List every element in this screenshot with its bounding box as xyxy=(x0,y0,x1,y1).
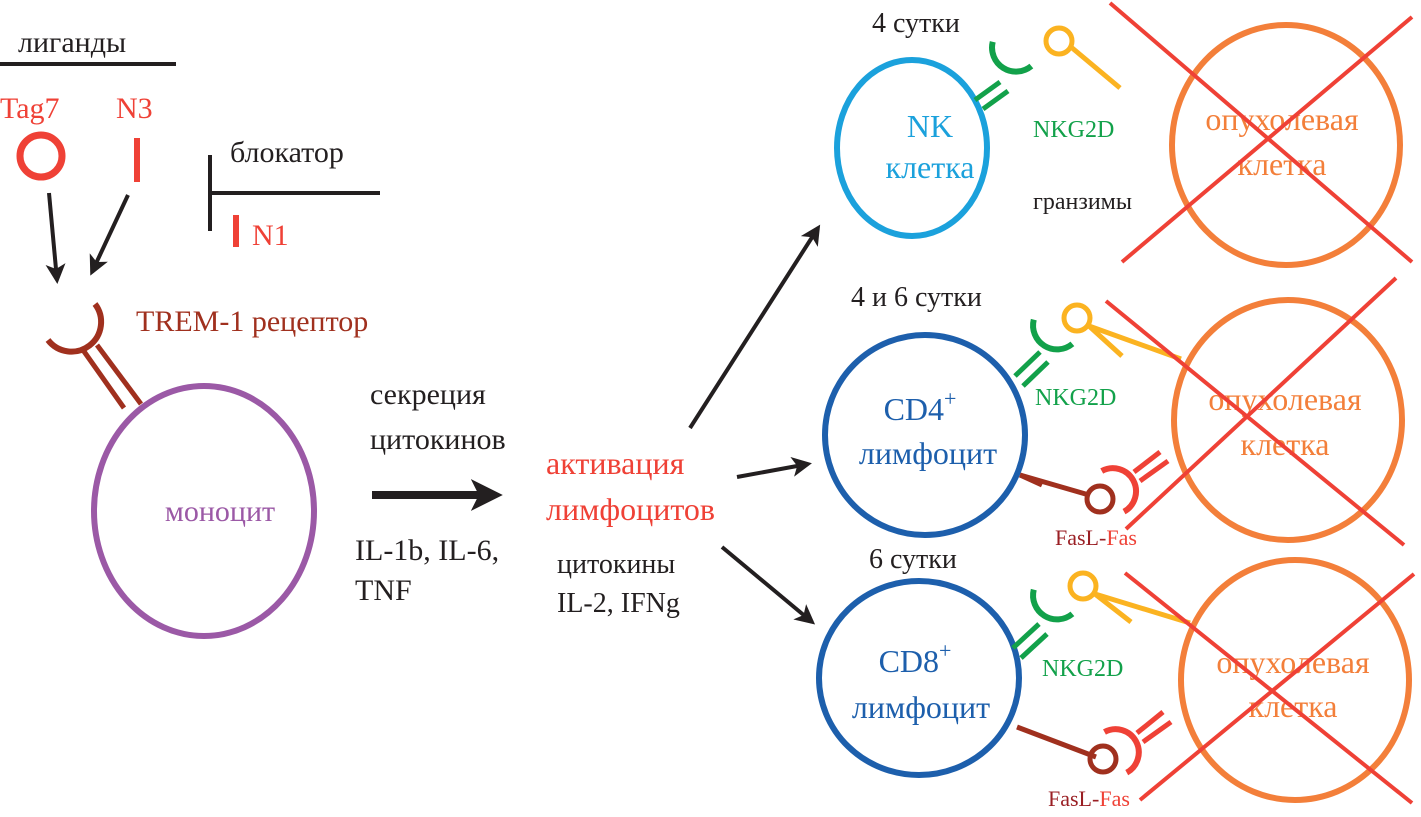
nk-ligand-icon xyxy=(1043,25,1075,57)
nk-cell-icon xyxy=(834,57,990,239)
cd4-fasl-stalk xyxy=(1019,472,1090,498)
arrow-to-nk xyxy=(688,224,821,430)
secretion-label-line1: секреция xyxy=(370,378,486,411)
activation-label-line1: активация xyxy=(546,445,685,481)
secretion-label-line2: цитокинов xyxy=(370,423,506,456)
nk-cross-line-b xyxy=(1120,15,1414,264)
cd8-nkg2d-stalk-left xyxy=(1011,622,1041,650)
activation-label-line2: лимфоцитов xyxy=(546,491,715,527)
lymphocyte-cytokines-line1: цитокины xyxy=(557,549,675,580)
nk-nkg2d-stalk-right xyxy=(981,88,1010,112)
trem1-stalk-right xyxy=(94,343,144,406)
ligands-section: лиганды Tag7 N3 xyxy=(0,26,176,284)
cd8-fas-cup-icon xyxy=(1103,726,1142,776)
nk-nkg2d-cup-icon xyxy=(989,41,1034,75)
cd8-ligand-stalk xyxy=(1094,591,1191,626)
cd4-dash: - xyxy=(1099,525,1106,550)
cd8-panel: 6 сутки CD8+ лимфоцит NKG2D FasL-Fas опу… xyxy=(816,544,1416,811)
ligands-header: лиганды xyxy=(18,26,126,59)
nk-panel: 4 сутки NK клетка NKG2D гранзимы опухоле… xyxy=(834,1,1414,268)
cd4-cell-name: CD4 xyxy=(884,391,944,427)
nk-effector-label: гранзимы xyxy=(1033,189,1132,215)
cd8-nkg2d-label: NKG2D xyxy=(1042,656,1123,682)
cd8-fas-label: Fas xyxy=(1099,786,1130,811)
n1-label: N1 xyxy=(252,219,289,252)
monocyte-section: TREM-1 рецептор моноцит xyxy=(45,302,368,639)
lymphocyte-cytokines-line2: IL-2, IFNg xyxy=(557,588,680,619)
nk-days-label: 4 сутки xyxy=(872,8,960,39)
cd4-fas-label: Fas xyxy=(1106,525,1137,550)
nk-tumor-cell-icon xyxy=(1169,22,1403,268)
cd8-cell-label-line1: CD8+ xyxy=(879,638,952,679)
secretion-section: секреция цитокинов IL-1b, IL-6, TNF xyxy=(355,378,506,607)
n3-arrow xyxy=(89,194,130,276)
arrow-to-cd8 xyxy=(720,545,816,625)
cd8-fasl-label: FasL xyxy=(1048,786,1092,811)
cd8-fas-stalk-top xyxy=(1135,710,1165,735)
cd8-fas-stalk-bottom xyxy=(1141,719,1173,745)
cd4-nkg2d-label: NKG2D xyxy=(1035,385,1116,411)
nk-cross-line-a xyxy=(1108,1,1414,264)
nk-cell-label-line1: NK xyxy=(907,108,953,144)
cd8-fasl-icon xyxy=(1087,743,1119,775)
n3-label: N3 xyxy=(116,92,153,125)
cd4-cell-label-line2: лимфоцит xyxy=(859,435,997,471)
cd4-cell-icon xyxy=(822,332,1028,538)
nk-nkg2d-stalk-left xyxy=(973,79,1002,103)
cd4-cell-label-line1: CD4+ xyxy=(884,386,957,427)
cd8-cross-line-b xyxy=(1138,572,1416,802)
cd4-nkg2d-stalk-left xyxy=(1013,350,1042,378)
cd4-ligand-icon xyxy=(1061,302,1093,334)
cd8-cross-line-a xyxy=(1123,571,1414,805)
monocyte-label: моноцит xyxy=(165,495,275,528)
cd4-fasl-icon xyxy=(1084,483,1116,515)
cd4-panel: 4 и 6 сутки CD4+ лимфоцит NKG2D FasL-Fas… xyxy=(822,276,1406,550)
cd4-nkg2d-stalk-right xyxy=(1021,360,1050,388)
nk-nkg2d-label: NKG2D xyxy=(1033,117,1114,143)
cd4-fas-stalk-top xyxy=(1132,450,1162,474)
cd8-nkg2d-stalk-right xyxy=(1019,632,1049,660)
cd4-tumor-cell-icon xyxy=(1171,297,1405,543)
cd8-ligand-stalk-a xyxy=(1093,592,1133,624)
cd8-dash: - xyxy=(1092,786,1099,811)
cd8-cell-sup: + xyxy=(939,638,951,663)
cd4-fas-stalk-bottom xyxy=(1138,458,1170,484)
cd8-days-label: 6 сутки xyxy=(869,544,957,575)
trem1-stalk-left xyxy=(80,348,127,410)
cd8-tumor-cell-icon xyxy=(1178,557,1412,803)
blocker-section: блокатор N1 xyxy=(208,136,380,252)
monocyte-cytokines-line1: IL-1b, IL-6, xyxy=(355,534,499,567)
trem1-label: TREM-1 рецептор xyxy=(136,305,368,338)
cd4-cell-sup: + xyxy=(944,386,956,411)
cd4-nkg2d-cup-icon xyxy=(1030,318,1075,353)
tag7-arrow xyxy=(45,192,66,284)
cd4-fas-cup-icon xyxy=(1100,465,1139,515)
monocyte-cytokines-line2: TNF xyxy=(355,574,412,607)
cd4-fasl-label: FasL xyxy=(1055,525,1099,550)
blocker-label: блокатор xyxy=(230,136,344,169)
cd4-cross-line-a xyxy=(1104,299,1406,547)
trem1-receptor-cup-icon xyxy=(45,302,105,355)
activation-section: активация лимфоцитов цитокины IL-2, IFNg xyxy=(546,224,821,625)
cd8-cell-label-line2: лимфоцит xyxy=(852,689,990,725)
cd8-ligand-icon xyxy=(1067,570,1099,602)
tag7-label: Tag7 xyxy=(0,92,60,125)
cd4-cross-line-b xyxy=(1124,276,1398,531)
cd8-cell-name: CD8 xyxy=(879,643,939,679)
cd4-fasl-fas-label: FasL-Fas xyxy=(1055,525,1137,550)
cd4-tumor-label-line1: опухолевая xyxy=(1208,381,1362,417)
cd8-fasl-stalk xyxy=(1016,724,1097,760)
arrow-to-cd4 xyxy=(736,457,812,479)
cd4-tumor-label-line2: клетка xyxy=(1241,426,1330,462)
nk-ligand-stalk xyxy=(1069,45,1122,90)
cd8-fasl-fas-label: FasL-Fas xyxy=(1048,786,1130,811)
monocyte-cell-icon xyxy=(91,383,317,639)
cd8-cell-icon xyxy=(816,578,1022,778)
tag7-ligand-icon xyxy=(16,131,66,181)
cd4-days-label: 4 и 6 сутки xyxy=(851,282,982,313)
cd4-ligand-stalk xyxy=(1088,323,1182,362)
cd8-nkg2d-cup-icon xyxy=(1030,588,1075,623)
cd4-ligand-stalk-a xyxy=(1087,324,1124,358)
nk-cell-label-line2: клетка xyxy=(886,149,975,185)
